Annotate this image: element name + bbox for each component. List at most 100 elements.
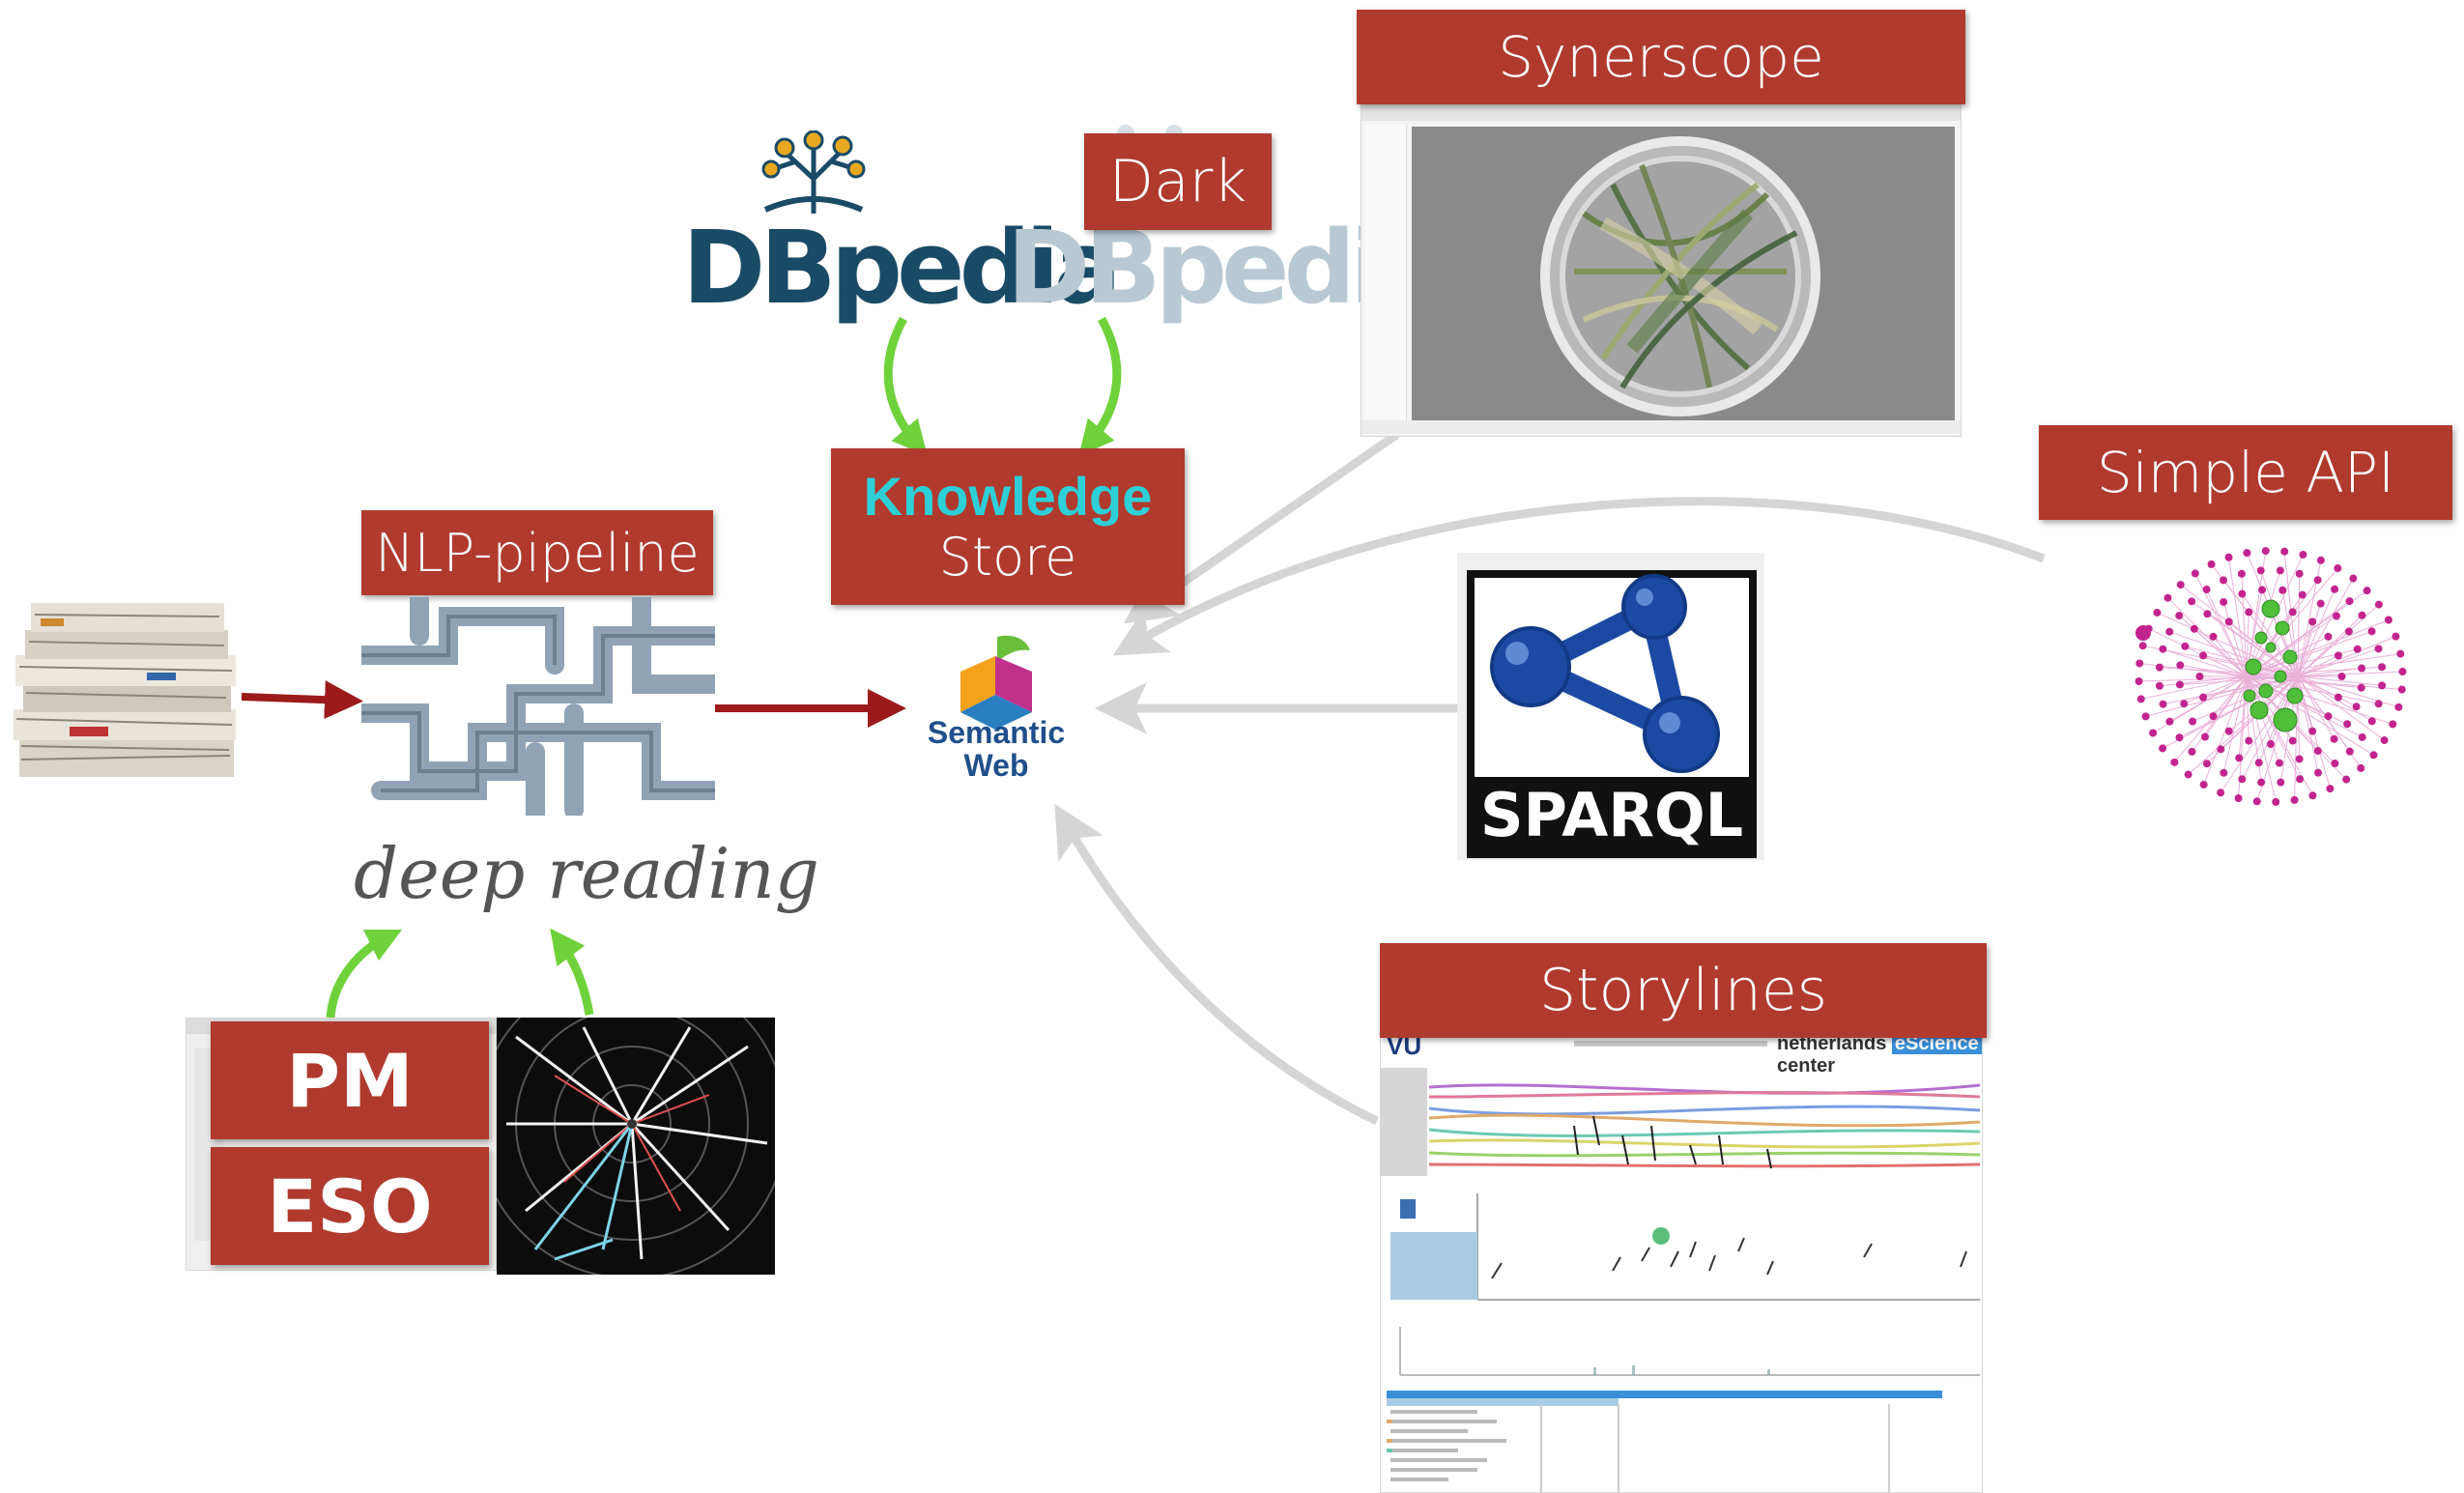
network-node [2238,589,2247,598]
arrow-storylines-to-store [1054,803,1379,1126]
network-node [2257,778,2266,787]
network-node [2380,736,2389,745]
network-node [2163,593,2172,602]
network-node [2234,794,2243,803]
network-node [2135,659,2144,668]
synerscope-screenshot [1361,100,1962,437]
network-node [2378,663,2387,672]
network-node [2344,627,2353,636]
network-node [2331,585,2339,593]
network-node [2384,616,2392,624]
sparql-text: SPARQL [1480,780,1743,850]
network-core-node [2243,689,2256,703]
network-node [2331,759,2339,767]
network-node [2345,597,2354,606]
network-node [2374,600,2383,609]
network-node [2184,770,2192,779]
arrow-synerscope-to-store [1123,431,1399,624]
network-node [2159,700,2167,708]
network-node [2334,693,2342,702]
network-node [2237,569,2246,578]
network-node [2220,768,2228,777]
network-node [2141,712,2150,721]
arrow-pm-to-deepreading [326,929,403,1019]
network-node [2295,569,2304,578]
network-node [2358,732,2366,741]
network-node [2200,732,2209,741]
network-node [2358,611,2366,619]
network-node [2224,617,2233,626]
network-node [2349,574,2358,583]
arrow-simpleapi-to-store [1112,497,2046,656]
network-core-node [2275,620,2290,636]
network-node [2170,758,2179,766]
network-node [2324,712,2333,721]
network-node [2357,683,2365,692]
semantic-web-cube-icon [960,635,1032,730]
network-node [2394,703,2403,711]
storylines-partner-c: center [1777,1055,1836,1077]
network-node [2219,576,2227,585]
network-node [2159,744,2167,753]
network-node [2209,712,2218,721]
network-node [2272,797,2280,806]
simple-api-label: Simple API [2039,425,2452,520]
network-node [2398,668,2407,676]
network-node [2207,560,2216,568]
network-node [2389,720,2397,729]
network-node [2191,569,2199,578]
synerscope-statusbar [1361,420,1961,434]
network-node [2316,556,2325,564]
network-node [2224,553,2233,561]
semantic-web-text: Semantic Web [923,716,1070,782]
pm-label: PM [211,1021,489,1139]
network-node [2278,586,2287,594]
network-core-node [2273,707,2298,732]
network-node [2235,754,2244,762]
network-node [2153,608,2162,617]
network-core-node [2286,687,2304,704]
network-node [2288,736,2297,745]
newspaper-stack-image [14,603,236,777]
eso-label: ESO [211,1147,489,1265]
network-node [2326,785,2335,793]
network-node [2288,608,2297,617]
network-node [2199,693,2208,702]
network-core-node [2258,683,2274,699]
network-node [2363,587,2371,595]
network-node [2175,612,2184,620]
network-node [2316,599,2325,608]
synerscope-label: Synerscope [1357,10,1965,104]
network-node [2165,627,2174,636]
network-node [2217,745,2225,754]
network-node [2369,751,2378,760]
network-node [2176,581,2185,589]
network-node [2333,612,2341,620]
synerscope-sidebar [1365,125,1407,430]
network-core-node [2261,599,2280,618]
network-node [2299,550,2307,559]
network-node [2352,703,2361,711]
network-node [2252,797,2261,806]
network-node [2313,747,2322,756]
network-node [2378,681,2387,690]
network-core-node [2245,658,2262,675]
network-node [2330,734,2338,743]
network-node [2258,586,2267,594]
network-node [2367,717,2376,726]
arrow-dbpedia-to-store [883,316,928,456]
network-node [2342,775,2351,784]
deep-reading-caption: deep reading [354,833,819,914]
network-node [2243,549,2251,558]
network-node [2245,736,2253,745]
network-node [2296,775,2305,784]
network-node [2138,642,2147,650]
network-node [2202,586,2211,594]
network-node [2334,651,2342,660]
network-core-node [2254,631,2268,645]
synerscope-toolbar [1361,101,1961,121]
network-node [2254,759,2263,767]
network-node [2190,624,2198,633]
network-node [2202,760,2211,768]
